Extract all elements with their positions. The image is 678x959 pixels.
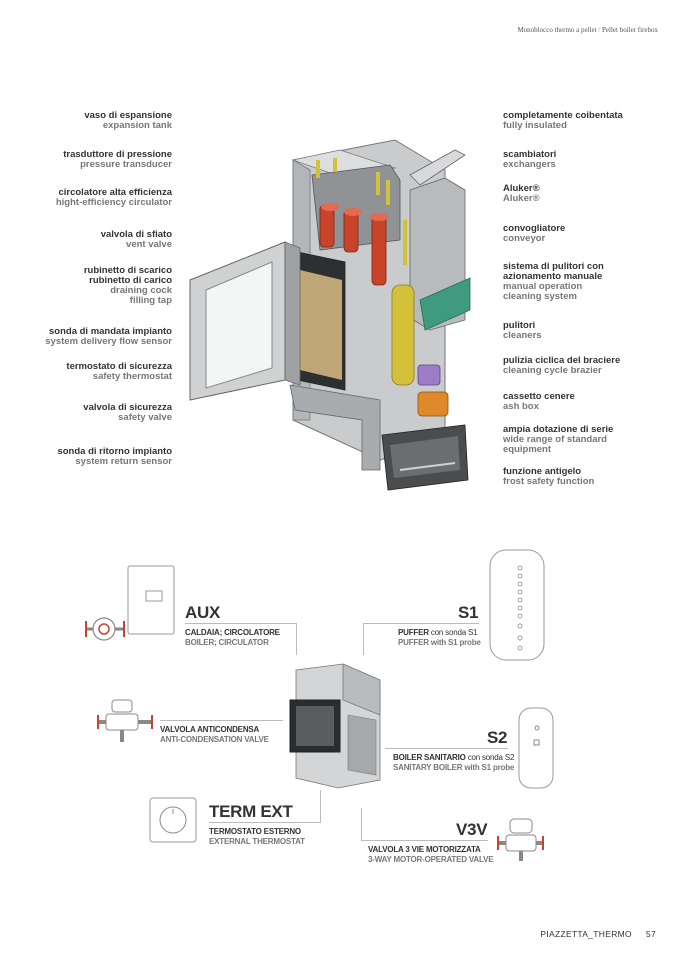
aux-title: AUX [185,603,220,622]
term-connector [320,790,321,823]
puffer-tank-icon [489,549,545,661]
s1-title: S1 [458,603,479,622]
thermostat-icon [149,797,197,843]
footer-brand: PIAZZETTA_THERMO [540,929,632,939]
v3v-rule [361,840,488,841]
term-title: TERM EXT [209,802,293,821]
header-title: Monoblocco thermo a pellet [517,26,597,34]
term-rule [209,822,321,823]
three-way-valve-icon [497,818,544,861]
s1-connector [363,623,364,655]
sanitary-boiler-icon [518,707,554,789]
aux-rule [185,623,297,624]
header-subtitle: Pellet boiler firebox [602,26,658,34]
page-header: Monoblocco thermo a pellet / Pellet boil… [517,26,658,34]
header-separator: / [598,26,601,34]
v3v-connector [361,808,362,841]
valve-rule [160,720,283,721]
anti-condensation-valve-icon [97,699,153,742]
page-number: 57 [645,929,656,939]
aux-connector [296,623,297,655]
label-aluker: Aluker®Aluker® [503,183,540,204]
firebox-small-illustration [289,663,381,789]
s2-title: S2 [487,728,508,747]
v3v-title: V3V [456,820,488,839]
boiler-circulator-icon [85,565,175,641]
s2-rule [385,748,508,749]
s1-text: PUFFER con sonda S1 PUFFER with S1 probe [398,628,481,647]
s2-text: BOILER SANITARIO con sonda S2 SANITARY B… [393,753,515,772]
s1-rule [363,623,479,624]
page-footer: PIAZZETTA_THERMO 57 [540,929,656,939]
